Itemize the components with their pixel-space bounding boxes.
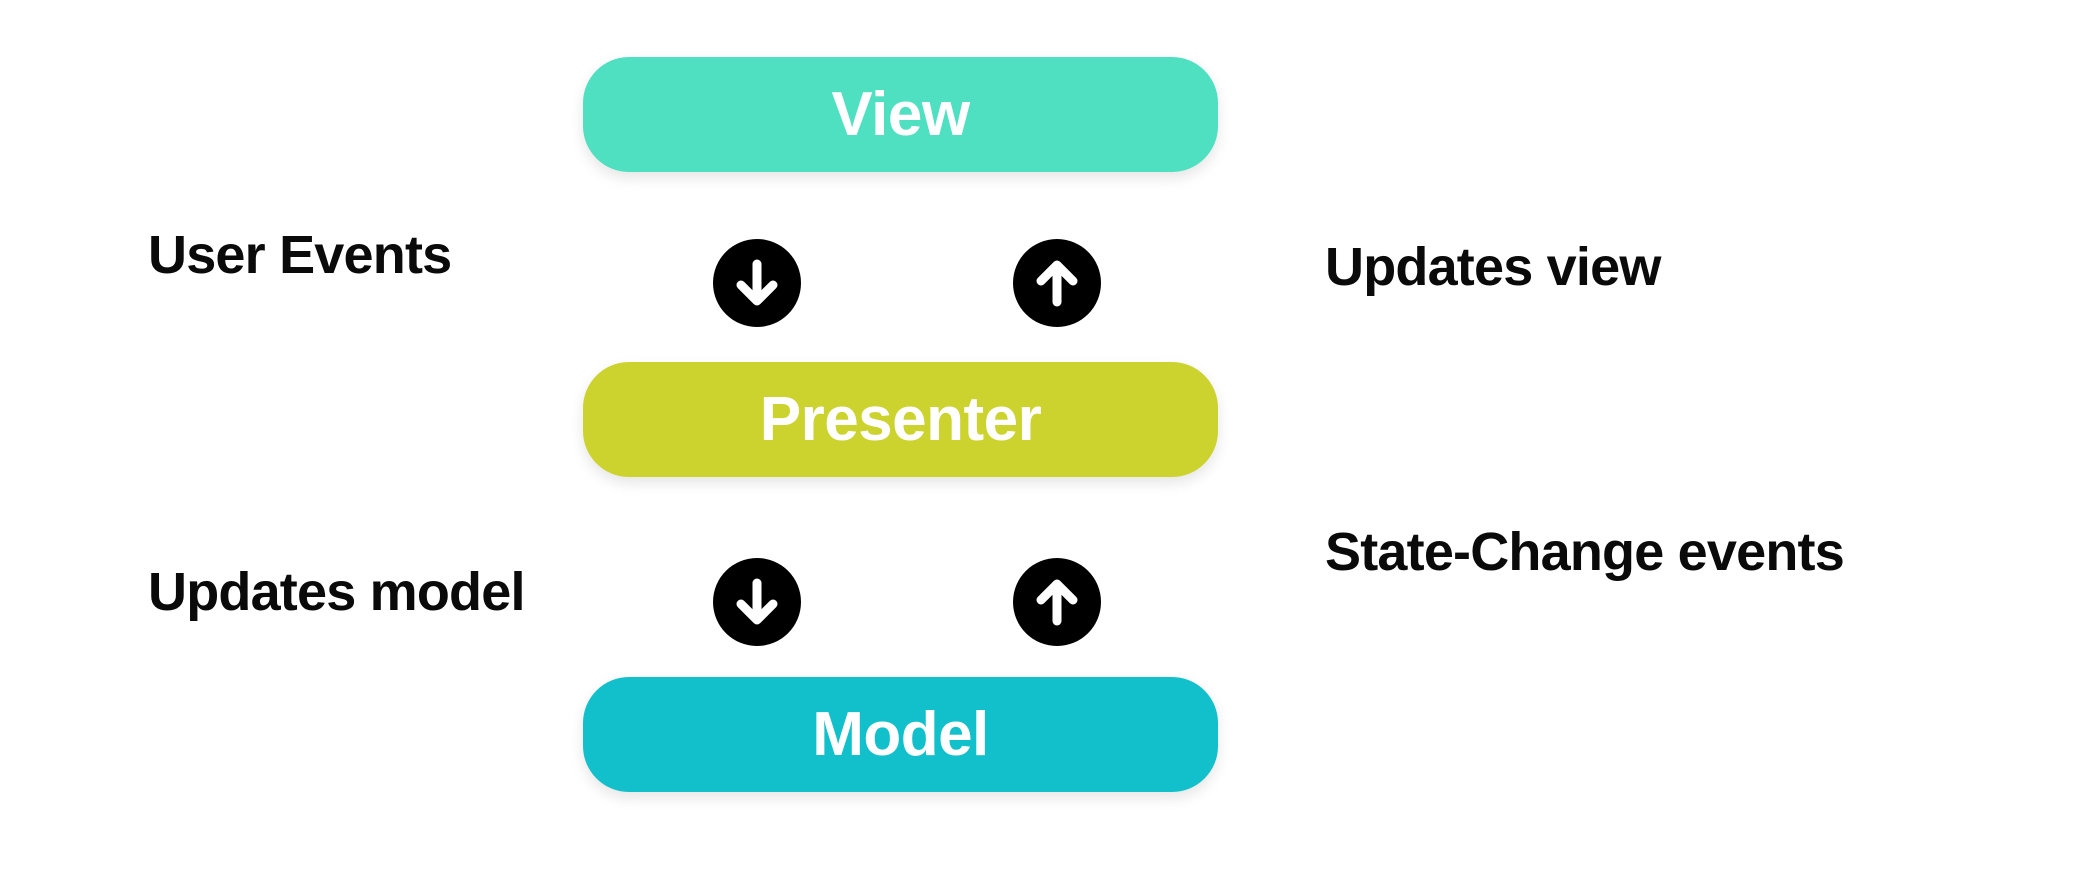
layer-label-view: View bbox=[831, 79, 970, 149]
arrow-up-circle-icon[interactable] bbox=[1013, 558, 1101, 646]
layer-label-presenter: Presenter bbox=[759, 384, 1042, 454]
layer-label-model: Model bbox=[812, 699, 989, 769]
layer-box-model[interactable]: Model bbox=[583, 677, 1218, 792]
annotation-state-change-events: State-Change events bbox=[1325, 522, 1845, 582]
arrow-down-circle-icon[interactable] bbox=[713, 558, 801, 646]
layer-box-view[interactable]: View bbox=[583, 57, 1218, 172]
arrow-up-circle-icon[interactable] bbox=[1013, 239, 1101, 327]
arrow-down-circle-icon[interactable] bbox=[713, 239, 801, 327]
layer-box-presenter[interactable]: Presenter bbox=[583, 362, 1218, 477]
annotation-updates-view: Updates view bbox=[1325, 237, 1661, 297]
annotation-user-events: User Events bbox=[148, 225, 452, 285]
annotation-updates-model: Updates model bbox=[148, 562, 525, 622]
